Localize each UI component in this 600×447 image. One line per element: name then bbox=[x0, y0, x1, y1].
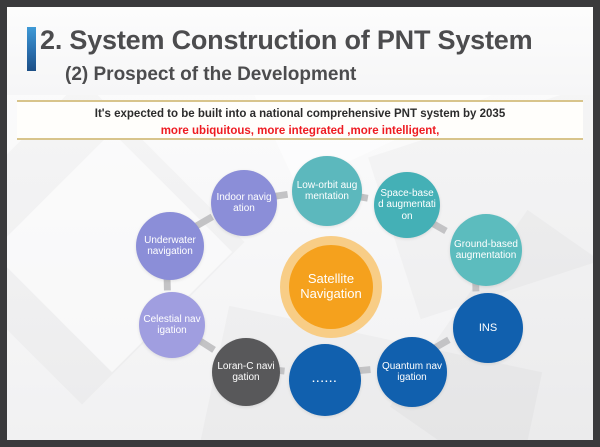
node-label: Ground-based augmentation bbox=[454, 238, 518, 261]
title-accent-bar bbox=[27, 27, 36, 71]
node-label: Quantum navigation bbox=[381, 360, 443, 383]
node-label: Loran-C navigation bbox=[217, 360, 275, 383]
slide-canvas: 2. System Construction of PNT System (2)… bbox=[7, 7, 593, 440]
node-label: Celestial navigation bbox=[143, 313, 201, 336]
node-ground-based-augmentation[interactable]: Ground-based augmentation bbox=[450, 214, 522, 286]
slide-header: 2. System Construction of PNT System (2)… bbox=[7, 7, 593, 95]
node-loran-c-navigation[interactable]: Loran-C navigation bbox=[212, 338, 280, 406]
node-quantum-navigation[interactable]: Quantum navigation bbox=[377, 337, 447, 407]
page-subtitle: (2) Prospect of the Development bbox=[65, 64, 357, 85]
node-label: Underwater navigation bbox=[144, 234, 196, 257]
banner-primary-text: It's expected to be built into a nationa… bbox=[94, 108, 506, 120]
node-label: INS bbox=[478, 321, 498, 334]
node-label: ...... bbox=[312, 374, 338, 386]
node-low-orbit-augmentation[interactable]: Low-orbit augmentation bbox=[292, 156, 362, 226]
center-node-satellite-navigation[interactable]: Satellite Navigation bbox=[289, 245, 373, 329]
node-celestial-navigation[interactable]: Celestial navigation bbox=[139, 292, 205, 358]
node-ins[interactable]: INS bbox=[453, 293, 523, 363]
node-underwater-navigation[interactable]: Underwater navigation bbox=[136, 212, 204, 280]
node-label: Space-based augmentation bbox=[378, 188, 436, 222]
page-title: 2. System Construction of PNT System bbox=[40, 25, 533, 55]
center-node-label: Satellite Navigation bbox=[300, 271, 362, 301]
banner-highlight-text: more ubiquitous, more integrated ,more i… bbox=[160, 125, 440, 137]
node-indoor-navigation[interactable]: Indoor navigation bbox=[211, 170, 277, 236]
node-label: Indoor navigation bbox=[216, 191, 272, 214]
node-space-based-augmentation[interactable]: Space-based augmentation bbox=[374, 172, 440, 238]
node-label: Low-orbit augmentation bbox=[296, 179, 358, 202]
node-ellipsis[interactable]: ...... bbox=[289, 344, 361, 416]
callout-banner: It's expected to be built into a nationa… bbox=[17, 100, 583, 140]
